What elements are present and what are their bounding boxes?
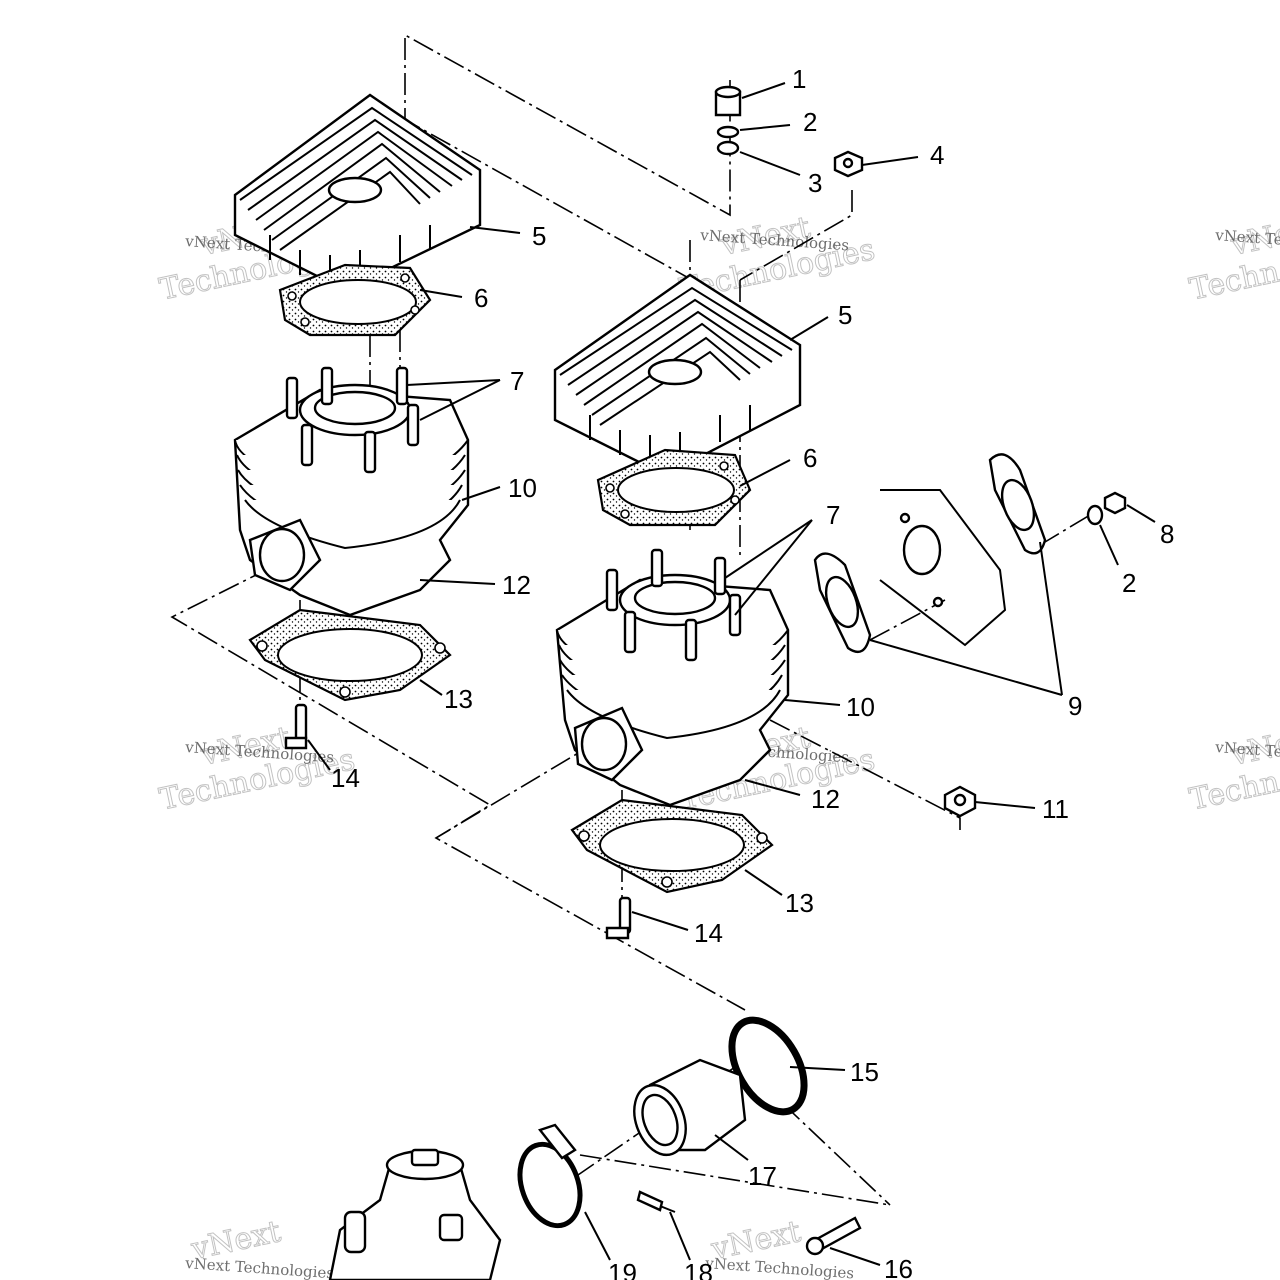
callout-6: 6 (803, 443, 817, 473)
callout-8: 8 (1160, 519, 1174, 549)
callout-6: 6 (474, 283, 488, 313)
callout-19: 19 (608, 1258, 637, 1280)
hose-clamp (517, 1123, 583, 1229)
clamp-screw (636, 1190, 676, 1213)
callout-7: 7 (510, 366, 524, 396)
intake-boot (633, 1058, 747, 1157)
cylinder-left (233, 366, 470, 617)
callout-2: 2 (1122, 568, 1136, 598)
base-gasket-left (248, 608, 452, 702)
base-gasket-right (570, 798, 774, 894)
callout-3: 3 (808, 168, 822, 198)
cylinder-head-left (233, 93, 482, 292)
callout-13: 13 (785, 888, 814, 918)
callout-18: 18 (684, 1258, 713, 1280)
cylinder-head-right (553, 273, 802, 477)
callout-4: 4 (930, 140, 944, 170)
callout-17: 17 (748, 1161, 777, 1191)
callout-10: 10 (846, 692, 875, 722)
callout-13: 13 (444, 684, 473, 714)
callout-7: 7 (826, 500, 840, 530)
callout-10: 10 (508, 473, 537, 503)
callout-labels: 1 2 3 4 5 6 7 10 12 13 14 5 6 7 8 2 9 10… (331, 64, 1174, 1280)
callout-5: 5 (838, 300, 852, 330)
callout-12: 12 (811, 784, 840, 814)
watermark-text: vNext Technologies (704, 1254, 855, 1280)
intake-seal (728, 1016, 808, 1116)
callout-1: 1 (792, 64, 806, 94)
hardware-top (714, 85, 864, 178)
fitting-left (284, 703, 308, 750)
mounting-bolt (805, 1216, 862, 1256)
callout-16: 16 (884, 1254, 913, 1280)
carburetor (328, 1148, 502, 1280)
fitting-right (605, 896, 632, 940)
callout-11: 11 (1042, 794, 1069, 824)
head-gasket-right (596, 448, 752, 527)
callout-12: 12 (502, 570, 531, 600)
callout-14: 14 (694, 918, 723, 948)
cylinder-right (555, 548, 790, 807)
watermark-text: vNext Technologies (184, 1254, 335, 1280)
callout-14: 14 (331, 763, 360, 793)
exhaust-nut (1086, 491, 1127, 526)
leader-lines (307, 82, 1156, 1266)
exhaust-gaskets (813, 453, 1047, 653)
flange-nut (943, 785, 977, 818)
callout-5: 5 (532, 221, 546, 251)
head-gasket-left (278, 263, 432, 337)
callout-15: 15 (850, 1057, 879, 1087)
callout-2: 2 (803, 107, 817, 137)
callout-9: 9 (1068, 691, 1082, 721)
